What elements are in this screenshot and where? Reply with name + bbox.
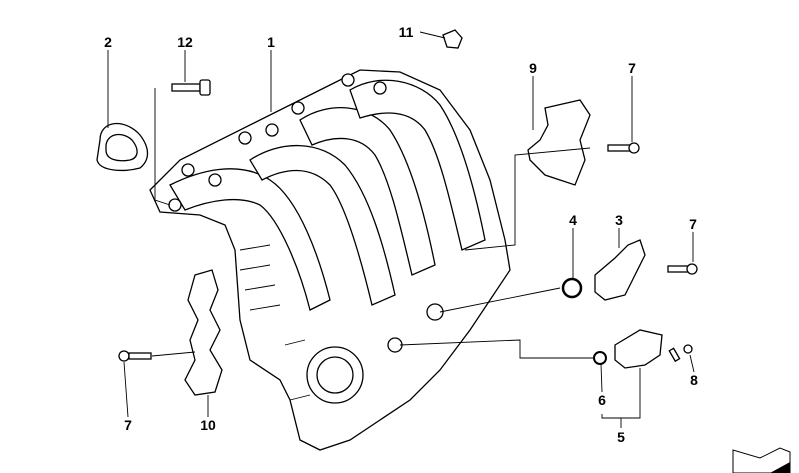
callout-2[interactable]: 2 — [104, 34, 112, 50]
screw-part[interactable] — [607, 142, 640, 154]
intake-manifold[interactable] — [149, 69, 511, 451]
sensor-part[interactable] — [614, 329, 663, 369]
callout-5[interactable]: 5 — [617, 429, 625, 445]
bracket-part[interactable] — [184, 269, 223, 396]
callout-7[interactable]: 7 — [628, 60, 636, 76]
callout-7[interactable]: 7 — [124, 417, 132, 433]
callout-10[interactable]: 10 — [200, 417, 216, 433]
bolt-part[interactable] — [171, 79, 211, 96]
gasket-part[interactable] — [96, 122, 149, 172]
callout-12[interactable]: 12 — [177, 34, 193, 50]
callout-6[interactable]: 6 — [598, 392, 606, 408]
screw-part[interactable] — [118, 350, 152, 362]
cap-nut-part[interactable] — [442, 29, 463, 49]
bracket-part[interactable] — [527, 99, 591, 186]
callout-4[interactable]: 4 — [569, 212, 577, 228]
coolant-flange-part[interactable] — [594, 239, 646, 301]
screw-part[interactable] — [667, 263, 698, 275]
callout-3[interactable]: 3 — [615, 212, 623, 228]
callout-1[interactable]: 1 — [267, 34, 275, 50]
o-ring-part[interactable] — [561, 277, 583, 299]
callout-8[interactable]: 8 — [690, 372, 698, 388]
callout-9[interactable]: 9 — [529, 60, 537, 76]
callout-11[interactable]: 11 — [398, 24, 414, 40]
screw-part[interactable] — [668, 344, 693, 363]
logo-icon — [732, 447, 791, 473]
callout-7[interactable]: 7 — [689, 216, 697, 232]
leader-lines — [107, 31, 695, 428]
o-ring-part[interactable] — [593, 351, 607, 365]
